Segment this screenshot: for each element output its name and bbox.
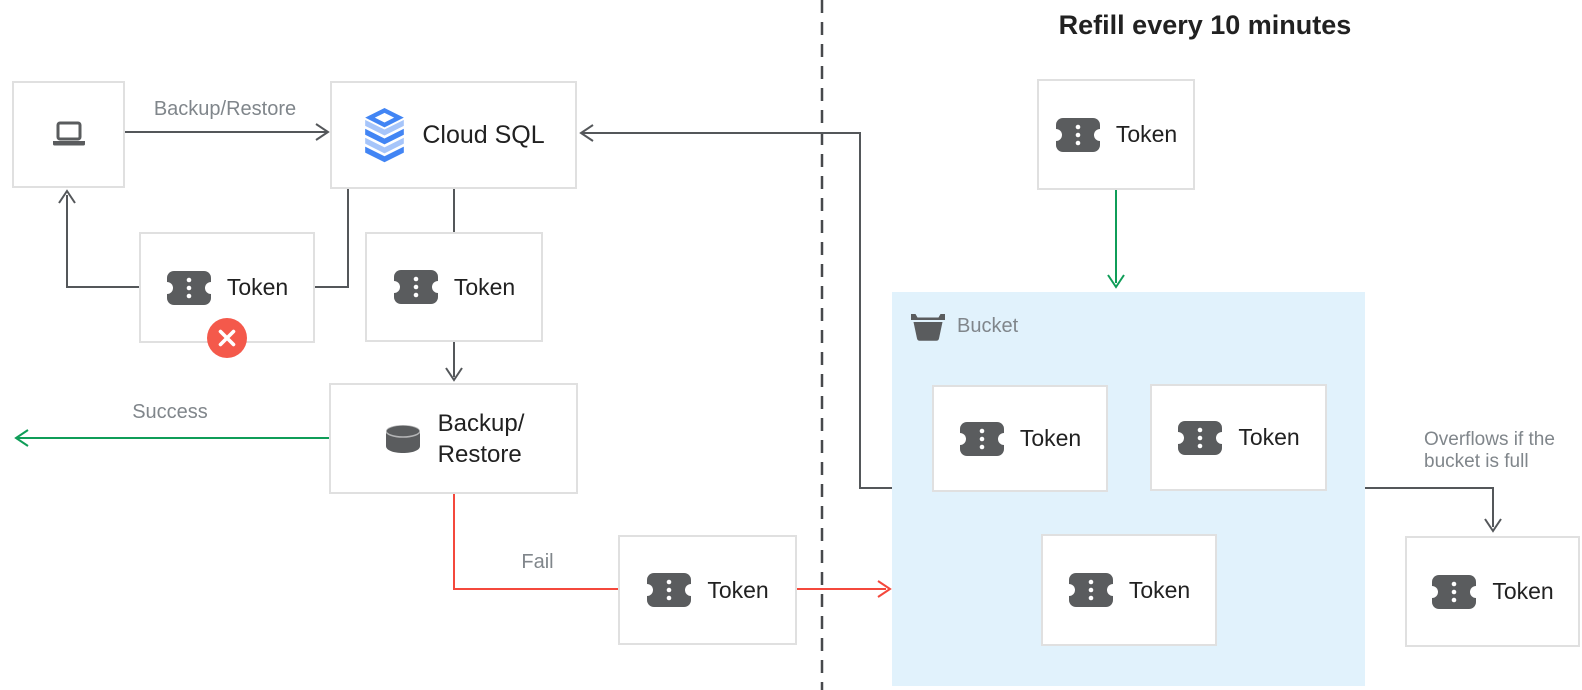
arrow-bucket-to-overflow: [1365, 487, 1502, 533]
token-overflow-node: Token: [1405, 536, 1580, 647]
bucket-token-node: Token: [1041, 534, 1217, 646]
token-label: Token: [707, 576, 769, 603]
backup-restore-label: Backup/Restore: [437, 409, 525, 468]
token-label: Token: [1019, 425, 1082, 451]
refill-title: Refill every 10 minutes: [1058, 10, 1352, 40]
bucket-label: Bucket: [957, 314, 1019, 337]
arrow-client-to-cloudsql: [125, 123, 330, 141]
token-icon: [959, 419, 1005, 459]
token-label: Token: [453, 273, 516, 300]
backup-restore-arrow-label: Backup/Restore: [153, 98, 297, 120]
token-icon: [1055, 115, 1101, 155]
success-arrow-label: Success: [132, 401, 208, 423]
backup-restore-node: Backup/Restore: [329, 383, 578, 494]
database-icon: [383, 422, 423, 455]
arrow-success: [14, 429, 329, 447]
arrow-bucket-to-cloudsql: [579, 124, 892, 489]
token-icon: [1068, 570, 1114, 610]
token-icon: [166, 268, 212, 308]
bucket-header: Bucket: [910, 310, 1018, 342]
token-label: Token: [1492, 578, 1554, 604]
bucket-token-node: Token: [932, 385, 1108, 492]
token-label: Token: [1128, 576, 1191, 603]
token-refill-node: Token: [1037, 79, 1195, 190]
token-icon: [1431, 572, 1477, 612]
token-icon: [646, 570, 692, 610]
laptop-icon: [49, 120, 89, 150]
bucket-icon: [910, 310, 946, 342]
arrow-token-expired-to-client: [58, 189, 139, 288]
token-label: Token: [1238, 424, 1300, 450]
error-x-icon: [207, 318, 247, 358]
token-label: Token: [226, 274, 289, 300]
arrow-token-failed-to-bucket: [797, 580, 892, 598]
line-fail-to-token: [453, 494, 618, 590]
client-node: [12, 81, 125, 188]
cloud-sql-icon: [362, 108, 407, 163]
cloud-sql-node: Cloud SQL: [330, 81, 577, 189]
cloud-sql-label: Cloud SQL: [422, 120, 545, 149]
token-label: Token: [1115, 121, 1178, 147]
line-cloudsql-to-token-expired: [315, 189, 349, 288]
token-icon: [1177, 418, 1223, 458]
arrow-refill-to-bucket: [1107, 190, 1125, 289]
token-queued-node: Token: [365, 232, 543, 342]
token-failed-node: Token: [618, 535, 797, 645]
fail-arrow-label: Fail: [521, 551, 554, 573]
token-icon: [393, 267, 439, 307]
arrow-token-queued-to-backup: [445, 342, 463, 382]
token-expired-node: Token: [139, 232, 315, 343]
bucket-token-node: Token: [1150, 384, 1327, 491]
